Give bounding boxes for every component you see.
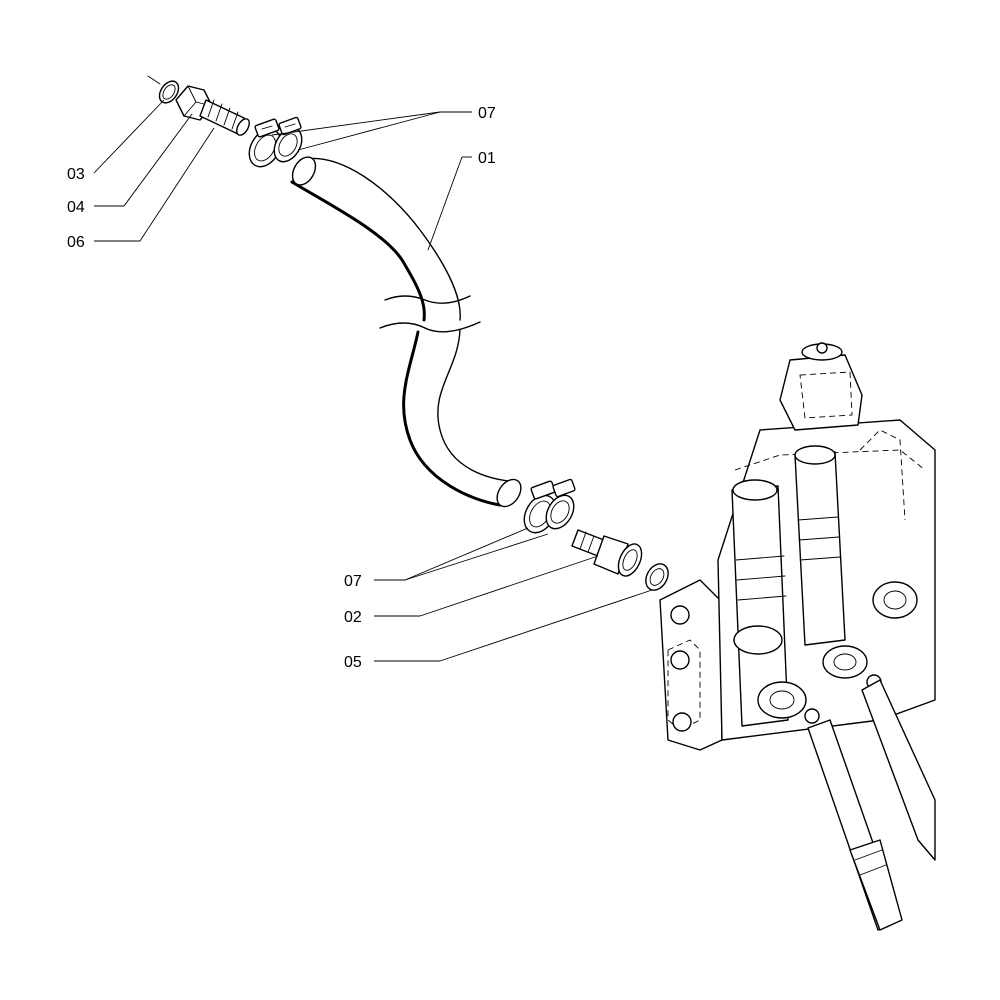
callout-06: 06 <box>67 234 85 251</box>
leader-lines <box>93 99 653 662</box>
callout-04: 04 <box>67 199 85 216</box>
callout-07-bottom: 07 <box>344 573 362 590</box>
hose-clamp-bottom-part-07 <box>523 478 576 534</box>
callout-02: 02 <box>344 609 362 626</box>
callout-01: 01 <box>478 150 496 167</box>
callout-03: 03 <box>67 166 85 183</box>
control-valve-assembly <box>659 342 936 931</box>
hose-barb-part-02 <box>571 529 643 577</box>
hose-part-01 <box>290 156 522 508</box>
callout-07-top: 07 <box>478 105 496 122</box>
hose-clamp-top-part-07 <box>248 116 303 168</box>
o-ring-part-05 <box>645 563 669 591</box>
hose-barb-part-06 <box>199 99 250 136</box>
callout-05: 05 <box>344 654 362 671</box>
